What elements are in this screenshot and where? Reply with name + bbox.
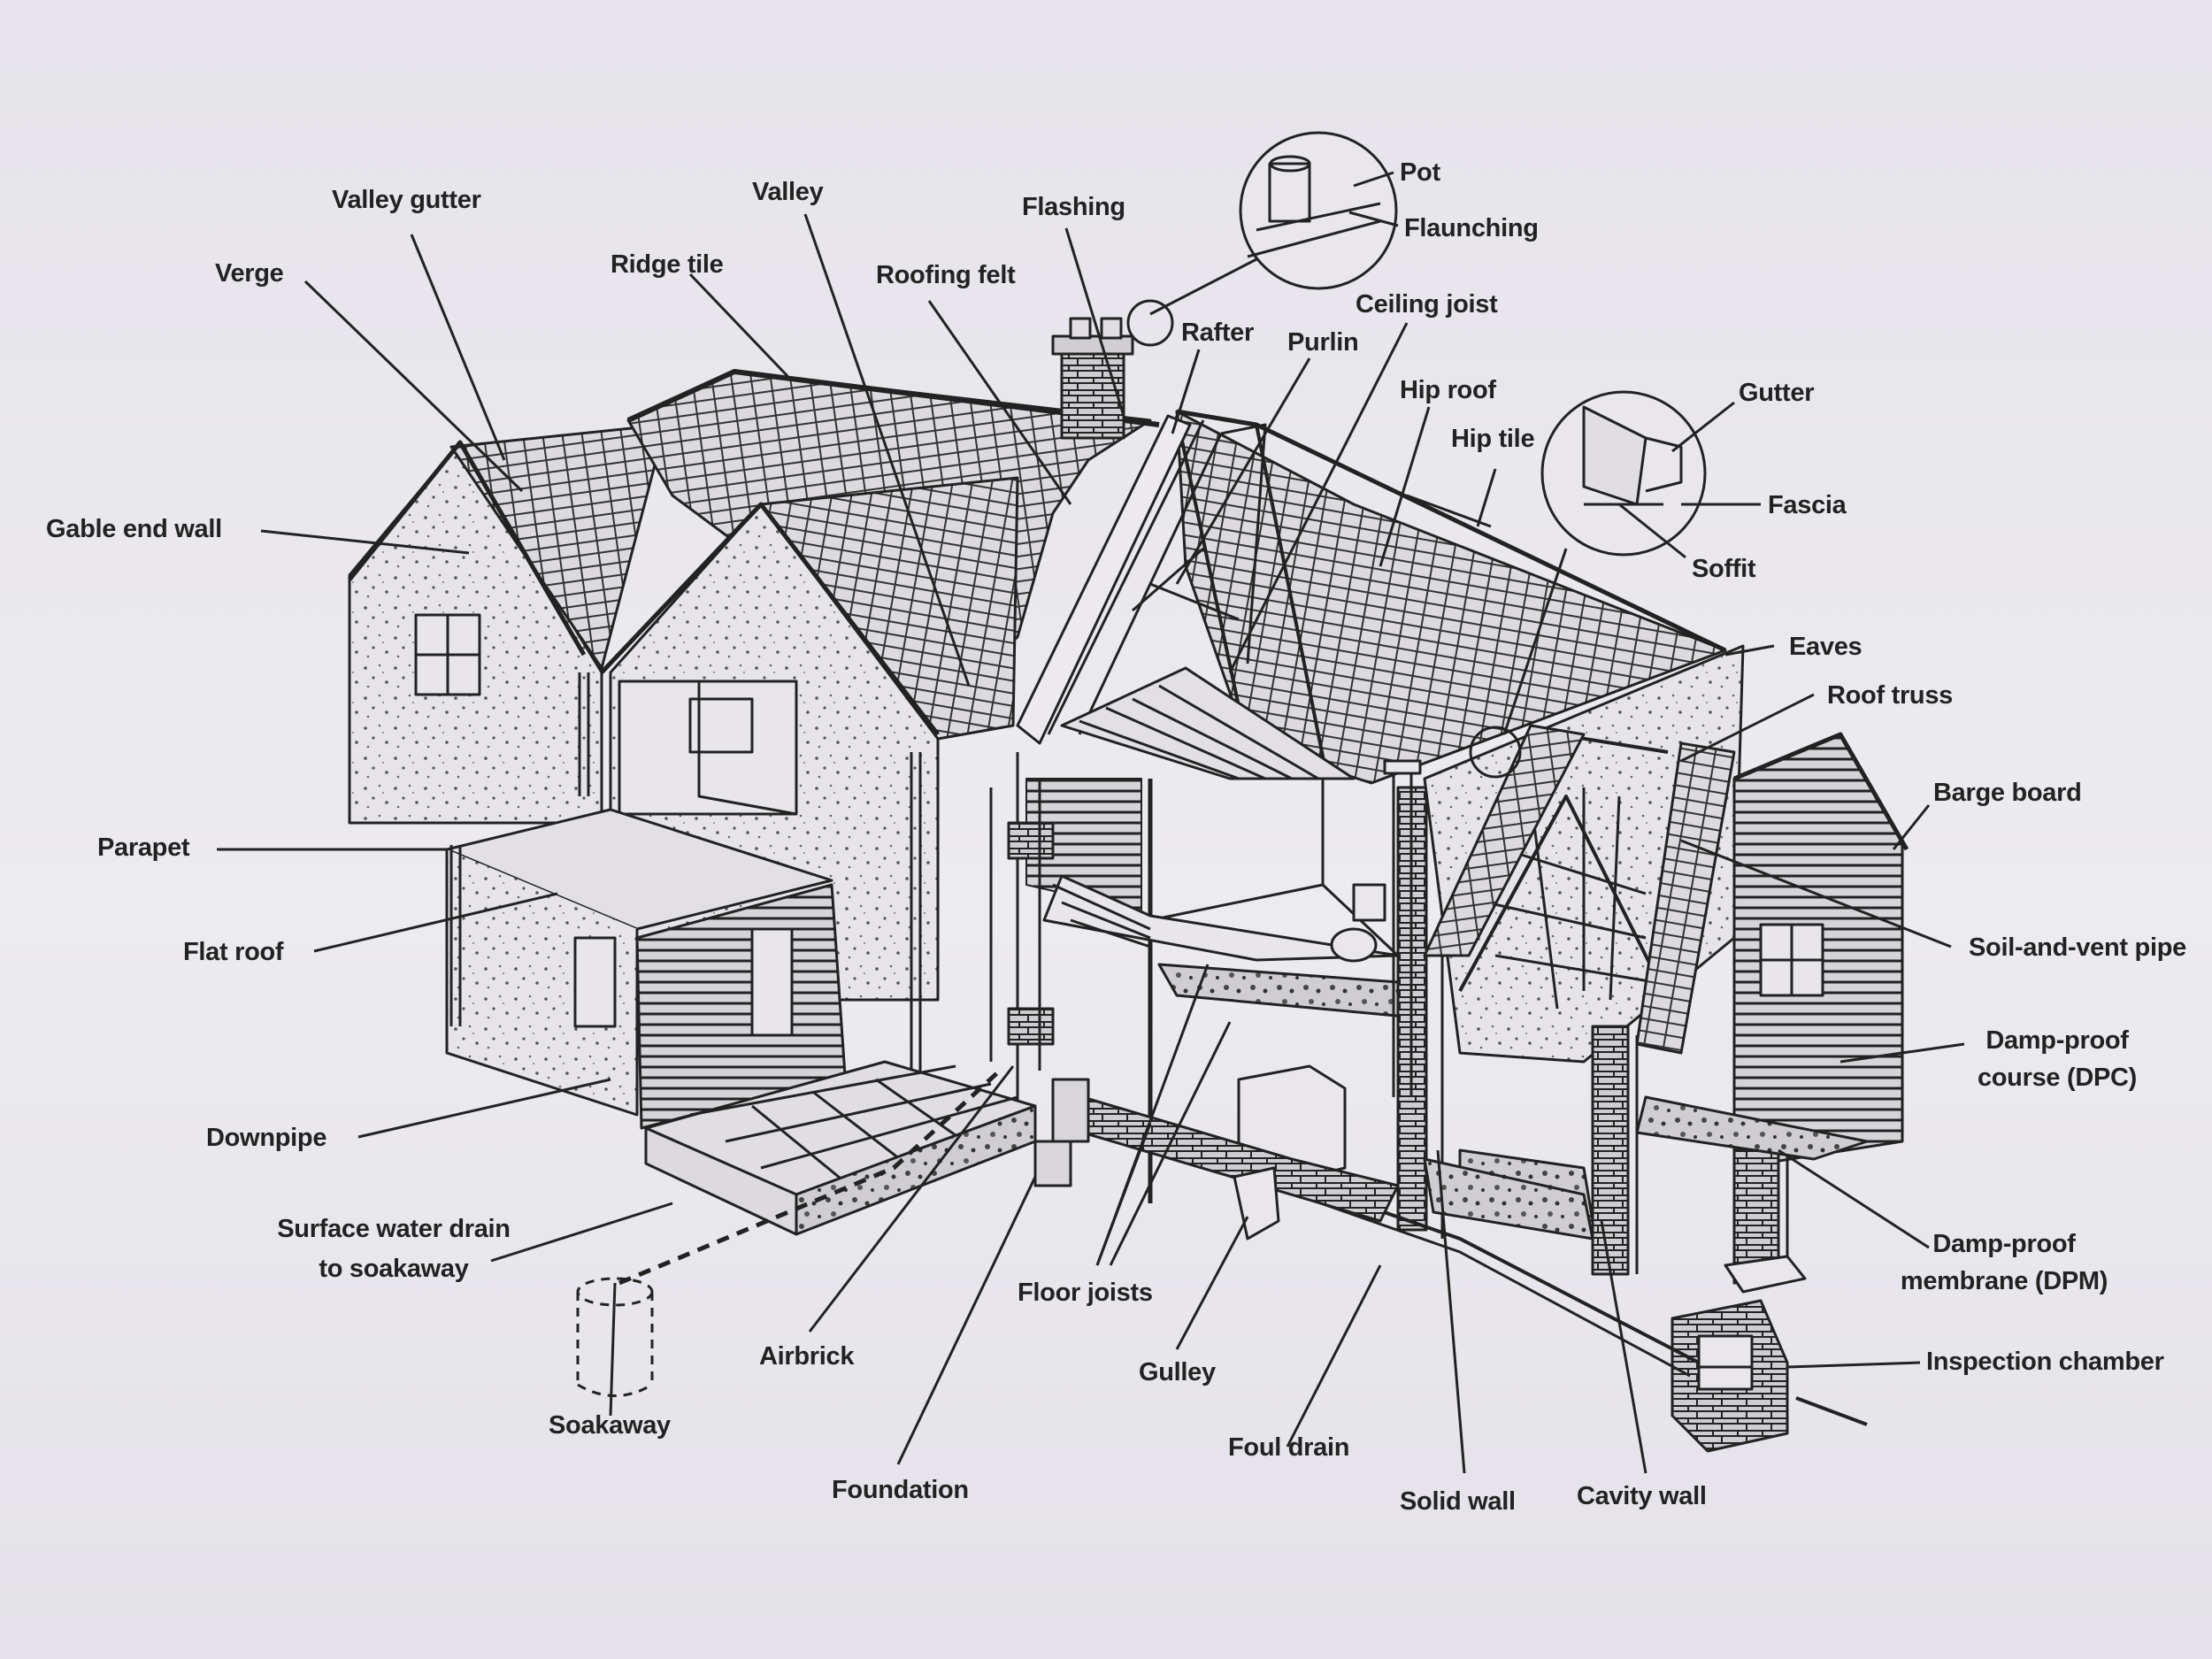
label-gable-end-wall: Gable end wall bbox=[46, 515, 222, 543]
label-flat-roof: Flat roof bbox=[183, 938, 284, 966]
label-surface-drain-line2: to soakaway bbox=[319, 1255, 469, 1283]
label-dpc-line1: Damp-proof bbox=[1985, 1026, 2129, 1055]
label-dpm-line1: Damp-proof bbox=[1932, 1230, 2076, 1258]
label-pot: Pot bbox=[1400, 158, 1440, 187]
label-roofing-felt: Roofing felt bbox=[876, 261, 1016, 289]
label-parapet: Parapet bbox=[97, 833, 190, 862]
label-flashing: Flashing bbox=[1022, 193, 1125, 221]
label-flaunching: Flaunching bbox=[1404, 214, 1539, 242]
label-fascia: Fascia bbox=[1768, 491, 1847, 519]
label-soakaway: Soakaway bbox=[549, 1411, 671, 1440]
label-airbrick: Airbrick bbox=[759, 1342, 855, 1371]
label-gulley: Gulley bbox=[1139, 1358, 1216, 1386]
label-eaves: Eaves bbox=[1789, 633, 1863, 661]
label-downpipe: Downpipe bbox=[206, 1124, 327, 1152]
label-ridge-tile: Ridge tile bbox=[611, 250, 724, 279]
label-dpm-line2: membrane (DPM) bbox=[1900, 1267, 2108, 1295]
label-foundation: Foundation bbox=[832, 1476, 969, 1504]
label-rafter: Rafter bbox=[1181, 319, 1254, 347]
label-hip-roof: Hip roof bbox=[1400, 376, 1496, 404]
label-hip-tile: Hip tile bbox=[1451, 425, 1535, 453]
label-floor-joists: Floor joists bbox=[1018, 1279, 1153, 1307]
label-dpc-line2: course (DPC) bbox=[1977, 1064, 2138, 1092]
label-roof-truss: Roof truss bbox=[1827, 681, 1954, 710]
label-soil-and-vent-pipe: Soil-and-vent pipe bbox=[1969, 933, 2186, 962]
label-valley: Valley bbox=[752, 178, 824, 206]
label-ceiling-joist: Ceiling joist bbox=[1356, 290, 1498, 319]
label-surface-drain-line1: Surface water drain bbox=[277, 1215, 511, 1243]
label-foul-drain: Foul drain bbox=[1228, 1433, 1350, 1462]
label-gutter: Gutter bbox=[1739, 379, 1815, 407]
label-verge: Verge bbox=[215, 259, 284, 288]
label-purlin: Purlin bbox=[1287, 328, 1359, 357]
label-solid-wall: Solid wall bbox=[1400, 1487, 1516, 1516]
label-inspection-chamber: Inspection chamber bbox=[1926, 1348, 2164, 1376]
label-barge-board: Barge board bbox=[1933, 779, 2082, 807]
label-cavity-wall: Cavity wall bbox=[1577, 1482, 1707, 1510]
label-soffit: Soffit bbox=[1692, 555, 1756, 583]
label-valley-gutter: Valley gutter bbox=[332, 186, 481, 214]
